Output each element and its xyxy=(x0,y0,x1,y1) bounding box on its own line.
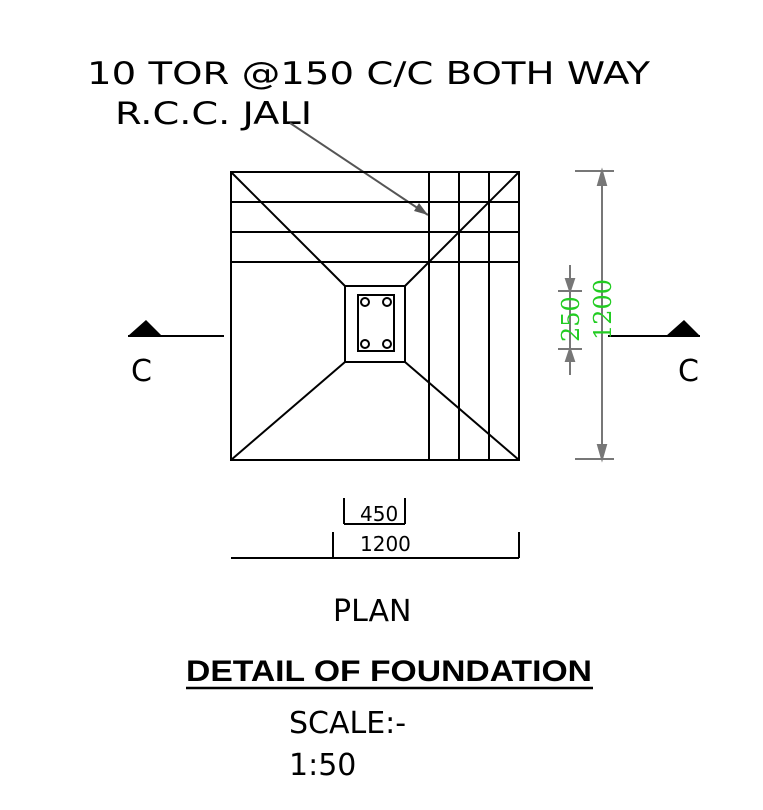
section-label-left: C xyxy=(131,354,152,389)
dimension-label-overall-width: 1200 xyxy=(360,532,411,556)
footing-outline xyxy=(230,171,520,461)
slope-line-tl xyxy=(230,171,346,287)
rebar-annotation-line2: R.C.C. JALI xyxy=(115,96,312,132)
section-mark-right: C xyxy=(608,320,700,389)
dimension-column-height xyxy=(558,265,582,375)
pedestal-outline xyxy=(344,285,406,363)
column-bar xyxy=(360,297,370,307)
dimension-overall-height xyxy=(575,167,614,463)
footing-plan xyxy=(230,171,520,461)
column-outline xyxy=(357,294,395,352)
annotation-leader-line xyxy=(289,122,429,216)
leader-arrowhead xyxy=(414,203,428,215)
section-label-right: C xyxy=(678,354,699,389)
slope-line-br xyxy=(404,361,520,461)
scale-label: SCALE:- xyxy=(289,706,406,741)
scale-value: 1:50 xyxy=(289,748,356,783)
column-bar xyxy=(360,339,370,349)
rebar-annotation-line1: 10 TOR @150 C/C BOTH WAY xyxy=(87,56,650,92)
dimension-label-overall-height: 1200 xyxy=(589,279,617,340)
column-bars xyxy=(360,297,392,349)
view-label: PLAN xyxy=(333,594,411,629)
dimension-column-width xyxy=(343,498,406,525)
section-mark-left: C xyxy=(128,320,224,389)
dimension-label-column-height: 250 xyxy=(557,296,585,342)
column-bar xyxy=(382,297,392,307)
dimension-label-column-width: 450 xyxy=(360,502,398,526)
section-triangle-left xyxy=(128,320,162,336)
column-bar xyxy=(382,339,392,349)
slope-line-bl xyxy=(230,361,346,461)
drawing-title: DETAIL OF FOUNDATION xyxy=(186,655,592,688)
section-triangle-right xyxy=(666,320,700,336)
dimension-overall-width xyxy=(231,532,520,559)
slope-line-tr xyxy=(404,171,520,287)
